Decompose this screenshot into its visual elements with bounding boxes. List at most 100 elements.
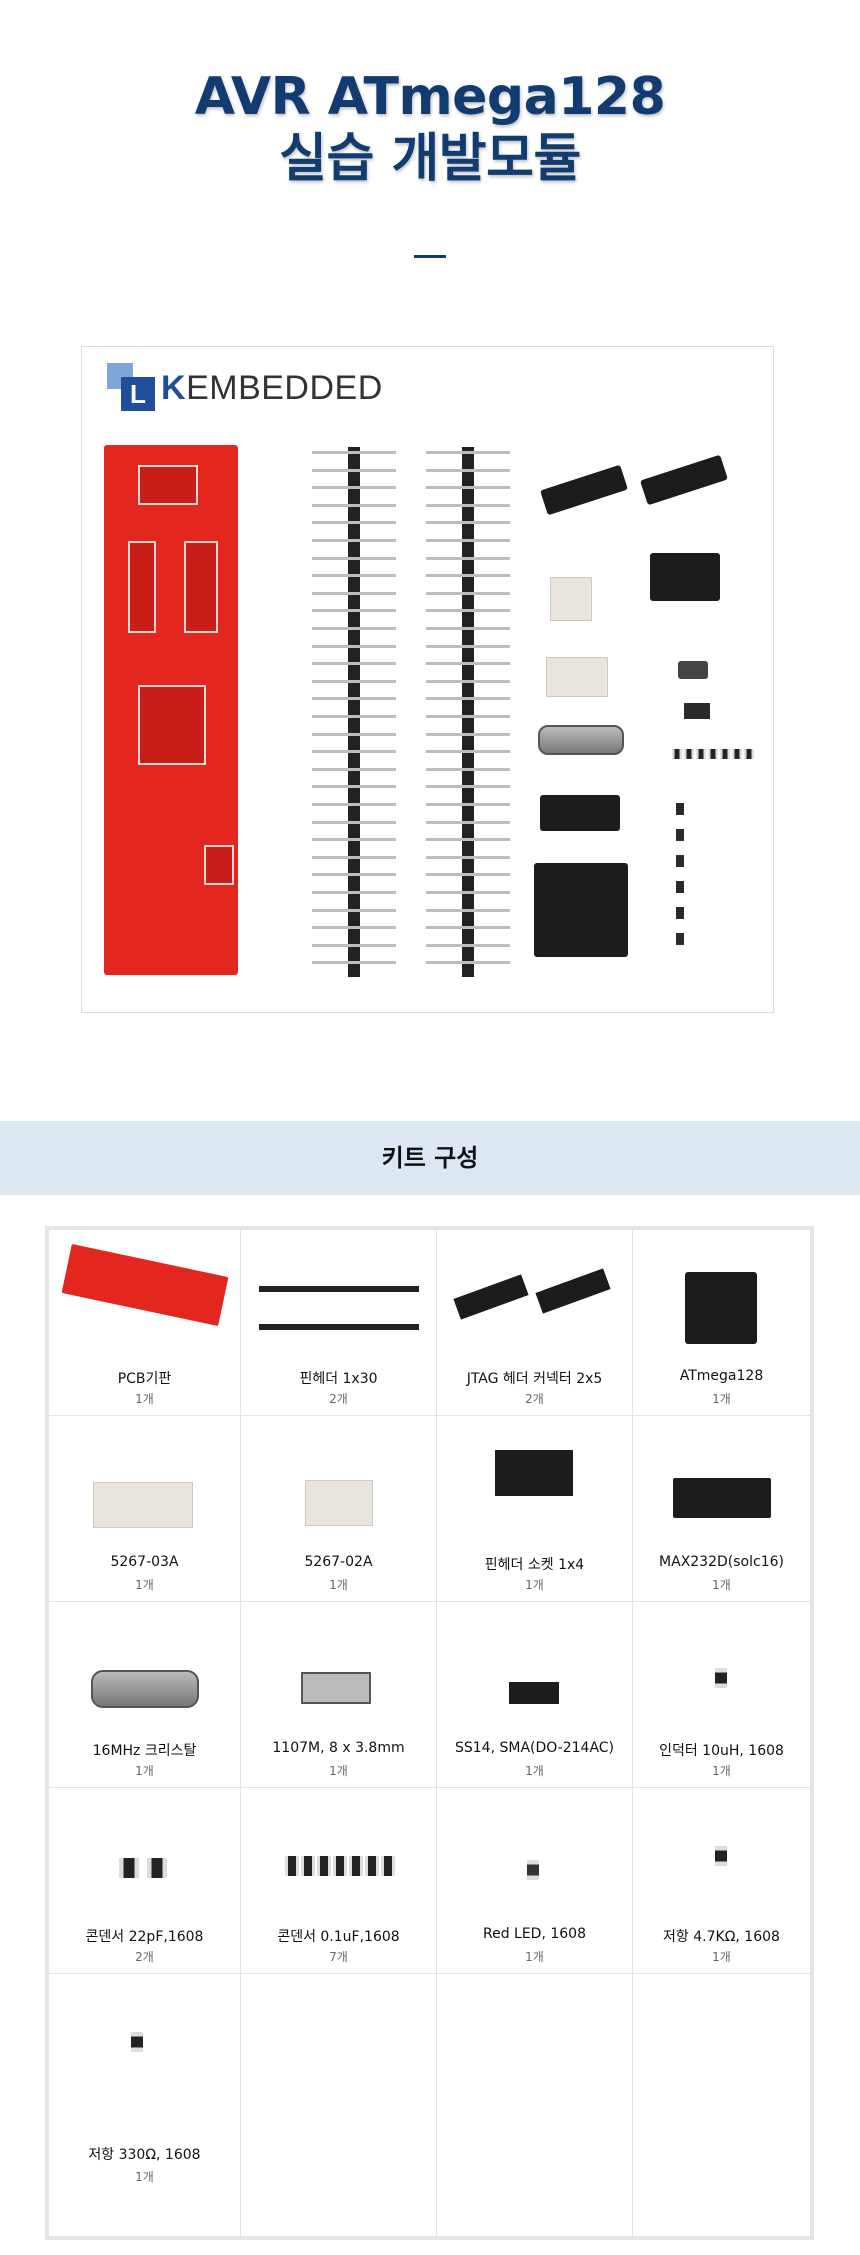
smd-capacitor <box>732 749 742 759</box>
kit-item-quantity: 1개 <box>712 1578 731 1592</box>
tact-switch-icon <box>301 1672 373 1706</box>
soic-chip-icon <box>673 1472 773 1522</box>
header-pin <box>312 785 396 789</box>
kit-item-name: 콘덴서 22pF,1608 <box>85 1929 204 1945</box>
header-pin <box>426 926 510 930</box>
header-pin <box>426 785 510 789</box>
title-divider <box>414 255 446 258</box>
kit-heading: 키트 구성 <box>381 1144 479 1172</box>
header-pin <box>426 715 510 718</box>
header-pin <box>426 556 510 560</box>
header-pin <box>312 750 396 754</box>
header-pin <box>426 838 510 842</box>
header-pin <box>426 591 510 595</box>
jtag-connector-icon <box>451 1266 621 1336</box>
kit-item-quantity: 1개 <box>712 1950 731 1964</box>
connector-2pin-icon <box>305 1456 375 1528</box>
kit-item-quantity: 2개 <box>525 1392 544 1406</box>
kit-item-name: 콘덴서 0.1uF,1608 <box>277 1929 400 1945</box>
pin-header-icon <box>259 1278 419 1338</box>
tact-switch-image <box>678 661 708 679</box>
header-pin <box>312 662 396 666</box>
header-pin <box>426 873 510 877</box>
kit-item-name: 핀헤더 1x30 <box>299 1371 378 1387</box>
kit-item-name: 5267-02A <box>304 1554 373 1570</box>
connector-3pin-icon <box>93 1460 195 1530</box>
logo-wordmark: KEMBEDDED <box>161 368 383 407</box>
kit-item-name: 핀헤더 소켓 1x4 <box>484 1557 585 1573</box>
header-pin <box>312 591 396 595</box>
header-pin <box>312 820 396 824</box>
led-icon <box>527 1860 541 1880</box>
kit-item-quantity: 1개 <box>135 2170 154 2184</box>
pin-header-image-1 <box>348 447 360 977</box>
header-pin <box>312 609 396 613</box>
diode-icon <box>509 1682 561 1706</box>
header-pin <box>312 926 396 930</box>
header-pin <box>426 644 510 648</box>
logo-mark-icon: L <box>107 363 159 413</box>
header-pin <box>312 873 396 877</box>
header-pin <box>426 803 510 806</box>
kit-item-name: ATmega128 <box>679 1368 764 1384</box>
diode-image <box>684 703 710 719</box>
header-pin <box>312 556 396 560</box>
kit-item-quantity: 1개 <box>712 1764 731 1778</box>
header-pin <box>426 750 510 754</box>
header-pin <box>426 679 510 683</box>
kit-item: 저항 330Ω, 1608 1개 <box>49 1974 241 2236</box>
smd-capacitor <box>684 749 694 759</box>
header-pin <box>426 539 510 542</box>
header-pin <box>426 662 510 666</box>
kit-empty-cell <box>633 1974 810 2236</box>
header-pin <box>426 855 510 859</box>
smd-capacitor <box>708 749 718 759</box>
kit-item-name: 5267-03A <box>110 1554 179 1570</box>
kit-section-header: 키트 구성 <box>0 1121 860 1195</box>
smd-component <box>676 829 684 841</box>
kit-item-name: 저항 4.7KΩ, 1608 <box>663 1929 780 1945</box>
kit-item-name: MAX232D(solc16) <box>659 1554 784 1570</box>
kit-item-quantity: 1개 <box>329 1764 348 1778</box>
kit-item-quantity: 2개 <box>329 1392 348 1406</box>
kit-item: ATmega128 1개 <box>633 1230 810 1416</box>
header-pin <box>312 803 396 806</box>
smd-component <box>676 907 684 919</box>
kit-item-quantity: 1개 <box>135 1764 154 1778</box>
smd-capacitor <box>696 749 706 759</box>
kit-item-quantity: 1개 <box>329 1578 348 1592</box>
header-pin <box>312 539 396 542</box>
header-pin <box>426 961 510 965</box>
tqfp-chip-image <box>534 863 628 957</box>
header-pin <box>312 574 396 578</box>
kit-item-name: PCB기판 <box>117 1371 172 1387</box>
kit-item-quantity: 1개 <box>525 1950 544 1964</box>
pin-header-image-2 <box>462 447 474 977</box>
header-pin <box>426 697 510 701</box>
inductor-icon <box>715 1668 729 1688</box>
title-line-2: 실습 개발모듈 <box>279 129 581 189</box>
header-pin <box>312 715 396 718</box>
capacitor-pair-icon <box>119 1858 171 1880</box>
kit-item-name: 저항 330Ω, 1608 <box>88 2147 201 2163</box>
smd-capacitor <box>720 749 730 759</box>
header-pin <box>312 961 396 965</box>
kit-item-quantity: 1개 <box>525 1578 544 1592</box>
smd-component <box>676 803 684 815</box>
header-pin <box>426 820 510 824</box>
connector-2pin-image <box>550 577 592 621</box>
kit-contents-grid: PCB기판 1개 핀헤더 1x30 2개 JTAG 헤더 커넥터 2x5 2개 ATmega… <box>45 1226 814 2240</box>
tqfp-chip-icon <box>685 1272 757 1344</box>
header-pin <box>312 679 396 683</box>
header-pin <box>312 451 396 454</box>
kit-item-name: JTAG 헤더 커넥터 2x5 <box>466 1371 603 1387</box>
header-pin <box>426 891 510 894</box>
header-pin <box>426 943 510 947</box>
kit-item-quantity: 1개 <box>712 1392 731 1406</box>
kit-item: MAX232D(solc16) 1개 <box>633 1416 810 1602</box>
title-block: AVR ATmega128 실습 개발모듈 <box>0 66 860 190</box>
header-pin <box>312 697 396 701</box>
